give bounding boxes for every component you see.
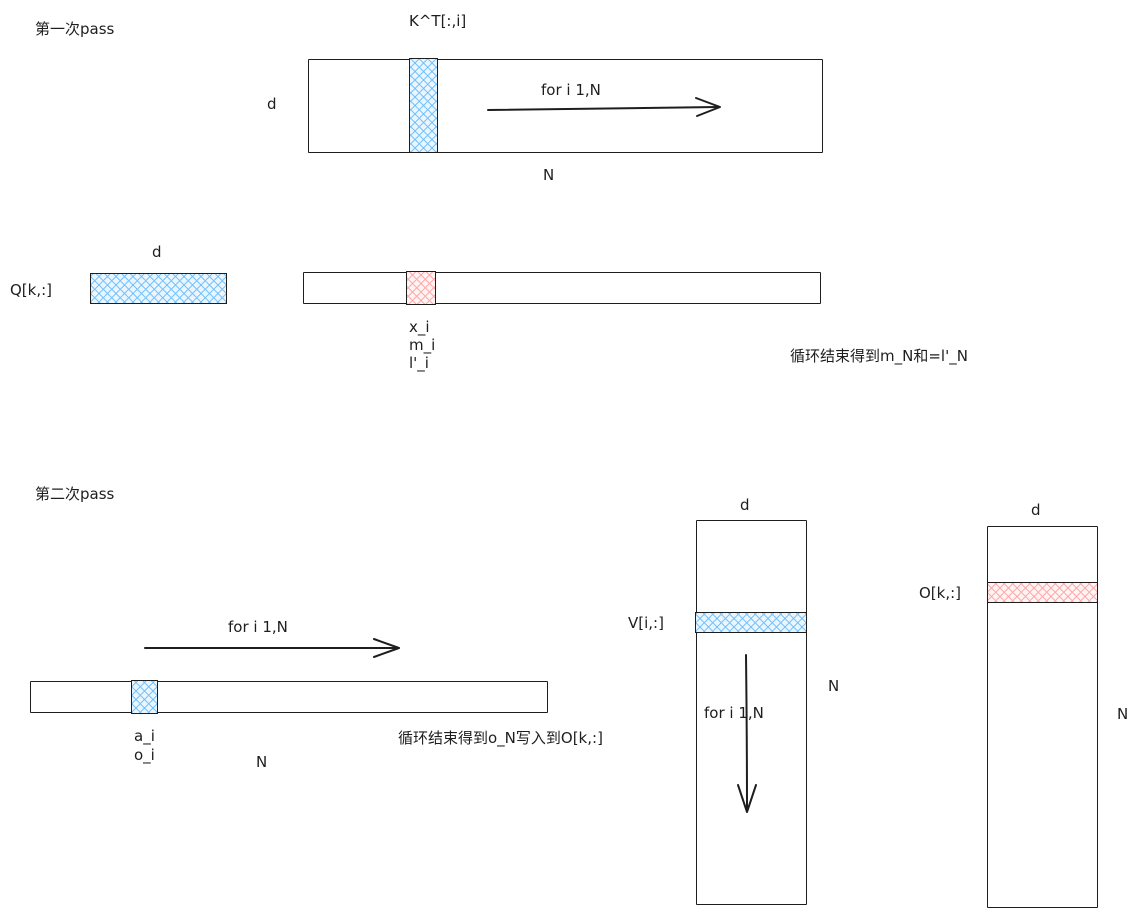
kt-column-i (409, 58, 438, 153)
pass2-loop-arrowhead (373, 638, 400, 658)
weight-row (30, 681, 548, 713)
o-d-label: d (1031, 501, 1041, 519)
m-i-label: m_i (409, 336, 436, 354)
v-n-label: N (828, 677, 840, 695)
v-loop-arrow (745, 654, 748, 811)
v-label: V[i,:] (628, 614, 664, 632)
v-loop-arrowhead (737, 784, 757, 813)
q-row-vector (90, 273, 227, 304)
pass2-loop-label: for i 1,N (228, 618, 288, 636)
o-out-label: O[k,:] (919, 584, 962, 602)
pass1-note: 循环结束得到m_N和=l'_N (790, 347, 968, 365)
v-loop-label: for i 1,N (704, 704, 764, 722)
weight-cell-i (131, 680, 158, 714)
pass1-loop-arrow (487, 106, 719, 111)
pass2-title: 第二次pass (35, 485, 115, 503)
kt-matrix (308, 59, 823, 153)
v-row-i (695, 612, 807, 633)
a-i-label: a_i (134, 727, 155, 745)
pass1-title: 第一次pass (35, 20, 115, 38)
pass1-loop-arrowhead (695, 97, 721, 117)
score-cell-i (406, 271, 436, 305)
o-row-k (987, 582, 1098, 603)
q-label: Q[k,:] (10, 281, 53, 299)
o-n-label: N (1117, 705, 1129, 723)
score-row (303, 272, 821, 304)
x-i-label: x_i (409, 318, 430, 336)
l-i-label: l'_i (409, 354, 429, 372)
kt-label: K^T[:,i] (409, 12, 467, 30)
o-i-label: o_i (134, 746, 155, 764)
kt-d-label: d (267, 95, 277, 113)
v-matrix (696, 520, 807, 905)
q-d-label: d (152, 243, 162, 261)
kt-n-label: N (543, 166, 555, 184)
pass2-row-n-label: N (256, 753, 268, 771)
pass2-note: 循环结束得到o_N写入到O[k,:] (398, 729, 603, 747)
v-d-label: d (740, 496, 750, 514)
pass1-loop-label: for i 1,N (541, 81, 601, 99)
